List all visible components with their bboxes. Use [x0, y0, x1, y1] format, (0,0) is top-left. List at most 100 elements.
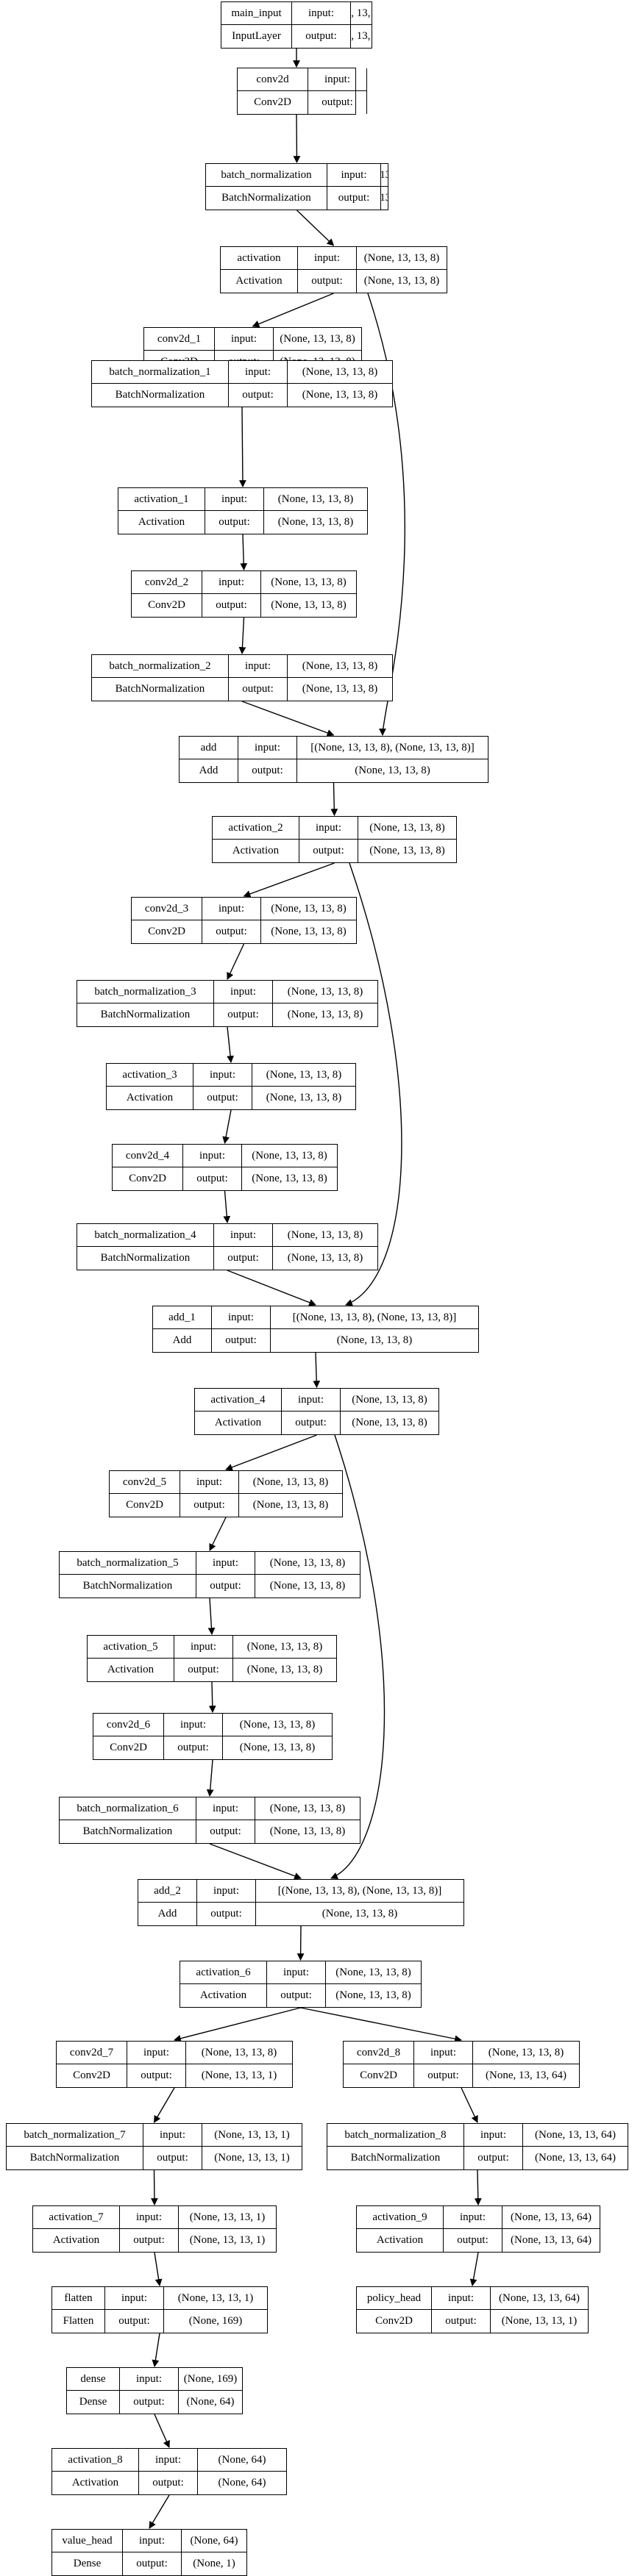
output-shape: (None, 13, 13, 8) [252, 1173, 327, 1184]
layer-name: conv2d_7 [57, 2042, 127, 2064]
layer-type: Activation [33, 2229, 120, 2252]
output-label: output: [123, 2552, 182, 2575]
edge-activation-9-to-policy-head [469, 2252, 479, 2286]
layer-type: Conv2D [238, 91, 308, 114]
layer-type: Activation [180, 1984, 267, 2007]
layer-type: BatchNormalization [327, 2147, 464, 2169]
layer-name: conv2d_8 [344, 2042, 414, 2064]
output-label: output: [183, 1167, 242, 1190]
output-label: output: [180, 1494, 239, 1517]
output-shape: (None, 13, 13, 8) [266, 1092, 342, 1103]
layer-name: batch_normalization [206, 164, 327, 187]
input-label: input: [202, 571, 261, 594]
output-shape: (None, 13, 13, 8) [302, 683, 378, 695]
output-shape: (None, 13, 13, 8) [381, 192, 388, 204]
output-shape: (None, 13, 13, 8) [336, 1334, 413, 1346]
layer-name: activation_2 [213, 817, 299, 840]
input-shape: (None, 13, 13, 8) [233, 1636, 336, 1659]
layer-name: add_1 [153, 1306, 212, 1329]
layer-type: Conv2D [132, 920, 202, 943]
input-shape: (None, 13, 13, 1) [179, 2206, 276, 2229]
input-label: input: [196, 1552, 255, 1575]
output-shape: (None, 64) [218, 2477, 266, 2489]
layer-type: Activation [107, 1087, 193, 1109]
output-shape: (None, 13, 13, 1) [189, 2234, 266, 2246]
output-shape: (None, 13, 13, 64) [486, 2069, 566, 2081]
layer-name: batch_normalization_5 [60, 1552, 196, 1575]
output-label: output: [120, 2229, 179, 2252]
layer-name: activation [221, 247, 298, 270]
layer-name: add_2 [138, 1880, 197, 1903]
output-shape: (None, 13, 13, 8) [302, 389, 378, 401]
input-label: input: [196, 1797, 255, 1820]
input-label: input: [205, 488, 264, 511]
input-label: input: [292, 2, 351, 25]
input-label: input: [432, 2287, 491, 2310]
layer-name: batch_normalization_6 [60, 1797, 196, 1820]
edge-batch-normalization-1-to-activation-1 [239, 407, 246, 487]
edge-batch-normalization-6-to-add-2 [209, 1843, 302, 1880]
input-label: input: [120, 2206, 179, 2229]
edge-conv2d-5-to-batch-normalization-5 [209, 1517, 227, 1551]
layer-type: BatchNormalization [92, 678, 229, 701]
output-shape: (None, 13, 13, 8) [277, 516, 354, 528]
input-shape: (None, 13, 13, 8) [264, 488, 367, 511]
layer-name: flatten [52, 2287, 105, 2310]
input-label: input: [127, 2042, 186, 2064]
input-shape: (None, 13, 13, 8) [326, 1961, 421, 1984]
input-shape: [(None, 13, 13, 8), (None, 13, 13, 8)] [271, 1306, 478, 1329]
layer-name: conv2d [238, 68, 308, 91]
input-label: input: [414, 2042, 473, 2064]
layer-type: BatchNormalization [77, 1247, 214, 1270]
layer-type: InputLayer [221, 25, 292, 48]
edge-activation-2-to-conv2d-3 [243, 862, 335, 898]
edge-activation-to-conv2d-1 [252, 293, 334, 328]
output-shape: (None, 13, 13, 8) [335, 1989, 411, 2001]
layer-type: Activation [52, 2472, 139, 2494]
output-shape: (None, 13, 13, 1) [501, 2315, 578, 2327]
output-label: output: [308, 91, 367, 114]
output-label: output: [292, 25, 351, 48]
output-label: output: [143, 2147, 202, 2169]
output-shape: [(None, 13, 13, 9)] [351, 30, 372, 42]
edge-batch-normalization-8-to-activation-9 [474, 2169, 482, 2205]
layer-name: conv2d_5 [110, 1471, 180, 1494]
layer-name: conv2d_6 [93, 1714, 164, 1736]
layer-type: Add [180, 759, 238, 782]
layer-type: BatchNormalization [60, 1820, 196, 1843]
output-shape: (None, 169) [188, 2315, 243, 2327]
layer-type: Activation [213, 840, 299, 862]
input-label: input: [464, 2124, 523, 2147]
layer-name: conv2d_2 [132, 571, 202, 594]
edge-add-2-to-activation-6 [296, 1925, 305, 1961]
layer-type: Conv2D [93, 1736, 164, 1759]
layer-type: Conv2D [132, 594, 202, 617]
edge-activation-7-to-flatten [154, 2252, 163, 2286]
output-shape: (None, 13, 13, 8) [271, 599, 347, 611]
output-shape: (None, 13, 13, 8) [322, 1908, 398, 1920]
output-label: output: [414, 2064, 473, 2087]
input-shape: [(None, 13, 13, 8), (None, 13, 13, 8)] [297, 737, 488, 759]
edge-add-to-activation-2 [330, 782, 338, 816]
input-shape: [(None, 13, 13, 8), (None, 13, 13, 8)] [256, 1880, 463, 1903]
input-label: input: [193, 1064, 252, 1087]
input-label: input: [212, 1306, 271, 1329]
input-shape: [(None, 13, 13, 9)] [351, 2, 372, 25]
layer-name: add [180, 737, 238, 759]
input-shape: (None, 13, 13, 8) [288, 361, 392, 384]
output-shape: (None, 13, 13, 8) [287, 1252, 363, 1264]
input-label: input: [180, 1471, 239, 1494]
input-shape: (None, 13, 13, 8) [288, 655, 392, 678]
input-label: input: [308, 68, 367, 91]
output-label: output: [212, 1329, 271, 1352]
input-label: input: [282, 1389, 341, 1412]
input-shape: (None, 13, 13, 8) [255, 1797, 360, 1820]
output-label: output: [214, 1003, 273, 1026]
input-label: input: [327, 164, 381, 187]
output-label: output: [105, 2310, 164, 2333]
